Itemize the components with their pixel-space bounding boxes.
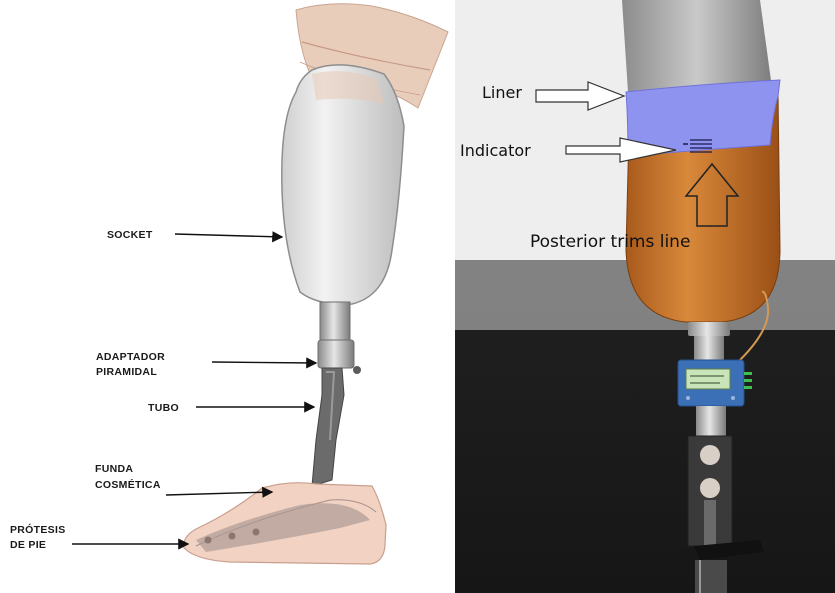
socket: [282, 65, 404, 304]
left-panel: SOCKET ADAPTADOR PIRAMIDAL TUBO FUNDA CO…: [0, 0, 452, 593]
right-panel: Liner Indicator Posterior trims line: [455, 0, 835, 593]
label-protesis-2: DE PIE: [10, 539, 46, 551]
pyramid-adapter: [320, 302, 350, 340]
thigh: [622, 0, 772, 92]
label-indicator: Indicator: [460, 141, 531, 160]
label-funda-2: COSMÉTICA: [95, 478, 161, 491]
label-funda-1: FUNDA: [95, 463, 133, 475]
arrow-adaptador: [212, 362, 316, 363]
label-socket: SOCKET: [107, 229, 153, 241]
label-adaptador-1: ADAPTADOR: [96, 351, 165, 363]
label-liner: Liner: [482, 83, 522, 102]
label-adaptador-2: PIRAMIDAL: [96, 366, 157, 378]
label-posterior: Posterior trims line: [530, 232, 690, 252]
sensor-display: [686, 369, 730, 389]
pylon-connector: [688, 322, 730, 336]
label-protesis-1: PRÓTESIS: [10, 523, 66, 536]
label-tubo: TUBO: [148, 402, 179, 414]
